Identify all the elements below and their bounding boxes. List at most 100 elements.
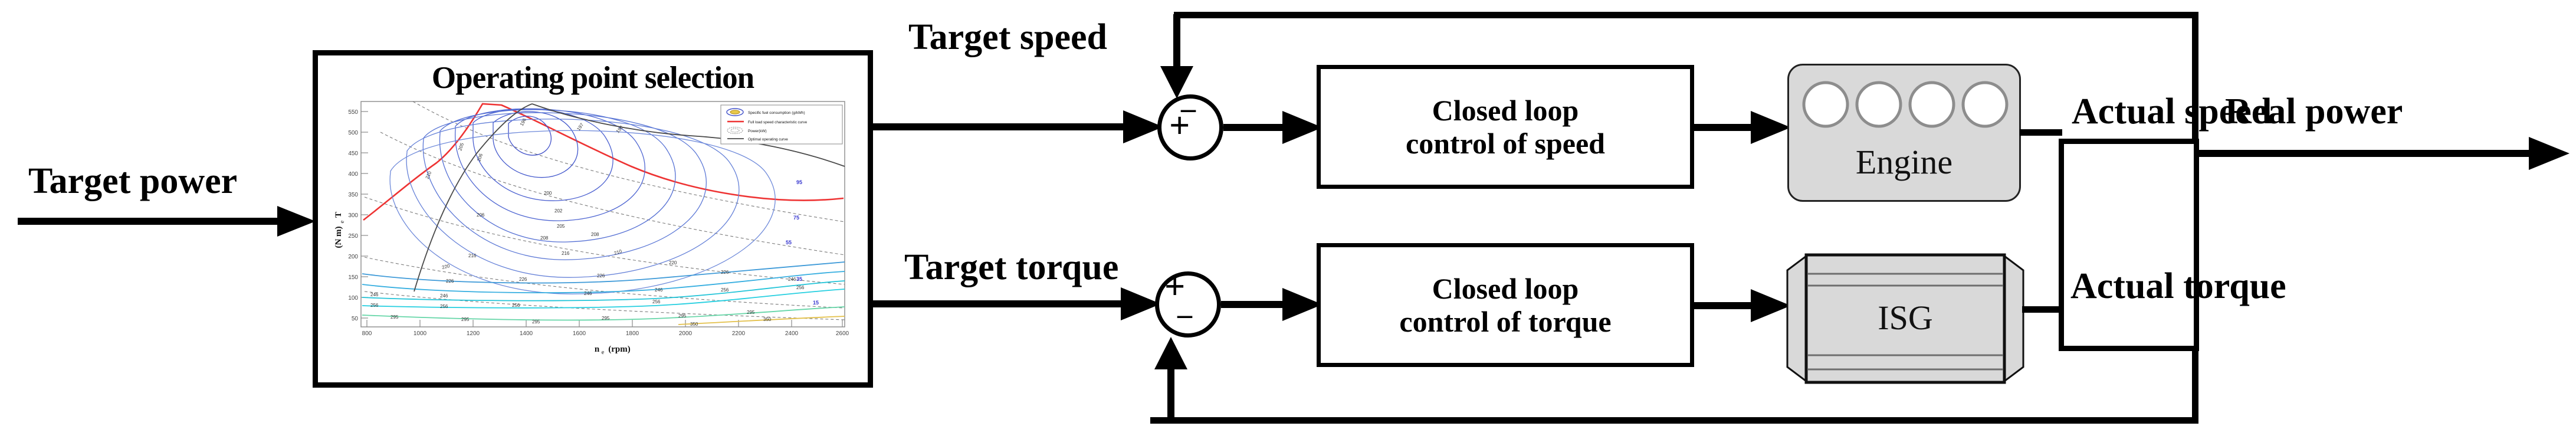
svg-text:205: 205 [557,224,565,229]
feedback-torque-up-arrow [1154,337,1187,421]
sum-junction-torque[interactable] [1155,271,1221,338]
svg-text:226: 226 [519,277,527,282]
svg-text:295: 295 [678,313,687,319]
svg-text:256: 256 [370,303,379,308]
svg-text:1600: 1600 [573,330,586,337]
svg-text:295: 295 [532,319,540,325]
svg-text:220: 220 [441,263,451,270]
chart-title: Operating point selection [431,61,754,95]
svg-text:300: 300 [348,212,358,219]
svg-text:1200: 1200 [467,330,480,337]
wire-engine-to-merge [2020,129,2062,136]
svg-text:256: 256 [652,299,661,304]
svg-text:15: 15 [813,300,819,306]
engine-label: Engine [1855,143,1953,181]
svg-text:1800: 1800 [626,330,639,337]
svg-text:256: 256 [721,287,729,293]
feedback-speed-down-arrow [1160,14,1193,99]
svg-text:208: 208 [540,235,549,241]
svg-text:e: e [339,220,346,223]
svg-text:246: 246 [584,291,592,296]
label-actual-speed: Actual speed [2072,91,2272,132]
svg-text:2600: 2600 [836,330,849,337]
svg-text:246: 246 [440,293,448,299]
svg-text:(N m): (N m) [334,226,343,248]
arrow-speed-control-to-engine [1694,111,1791,144]
svg-text:75: 75 [793,215,799,221]
closed-loop-torque-control-block[interactable]: Closed loop control of torque [1317,243,1694,367]
label-real-power: Real power [2225,91,2403,132]
svg-text:2400: 2400 [785,330,799,337]
svg-text:(rpm): (rpm) [608,345,631,354]
svg-text:256: 256 [512,303,520,308]
svg-text:202: 202 [554,208,563,214]
operating-point-selection-block[interactable]: Operating point selection [313,50,873,388]
sum-speed-minus-sign: – [1181,91,1196,125]
wire-isg-to-merge [2022,306,2062,313]
label-target-speed: Target speed [908,17,1107,57]
svg-text:T: T [334,212,343,218]
torque-control-line2: control of torque [1399,305,1612,338]
isg-block[interactable]: ISG [1786,249,2024,388]
speed-control-line1: Closed loop [1432,94,1579,127]
svg-text:550: 550 [348,109,358,116]
svg-text:200: 200 [544,191,552,196]
speed-control-line2: control of speed [1406,127,1605,160]
sum-torque-minus-sign: – [1177,297,1192,330]
sum-torque-plus-sign: + [1164,267,1186,307]
svg-text:226: 226 [597,273,605,279]
svg-text:246: 246 [788,277,796,282]
power-merge-block[interactable] [2059,139,2199,351]
arrow-target-torque [873,287,1161,320]
svg-text:n: n [595,345,600,354]
feedback-speed-top [1174,12,2198,18]
svg-text:216: 216 [468,253,477,258]
isg-label: ISG [1878,299,1932,337]
sum-speed-plus-sign: + [1169,106,1190,146]
svg-text:208: 208 [591,232,599,237]
svg-text:350: 350 [763,317,772,322]
svg-text:450: 450 [348,150,358,157]
svg-text:Power(kW): Power(kW) [748,129,767,133]
svg-text:Optimal operating curve: Optimal operating curve [748,137,788,142]
svg-text:216: 216 [562,251,570,256]
svg-text:Specific fuel consumption (g/k: Specific fuel consumption (g/kWh) [748,111,805,115]
svg-text:295: 295 [747,310,755,315]
arrow-target-power [18,206,316,237]
svg-text:200: 200 [348,254,358,260]
svg-text:210: 210 [613,248,623,256]
svg-text:1400: 1400 [520,330,533,337]
svg-text:1000: 1000 [414,330,427,337]
feedback-speed-riser [2192,12,2198,140]
svg-text:246: 246 [655,287,663,293]
chart-legend: Specific fuel consumption (g/kWh) Full l… [720,104,843,145]
feedback-torque-bottom [1150,417,2198,424]
svg-text:205: 205 [457,142,465,152]
svg-text:220: 220 [669,260,677,266]
label-target-power: Target power [28,161,238,201]
svg-text:2200: 2200 [732,330,746,337]
label-actual-torque: Actual torque [2070,266,2286,306]
arrow-torque-error [1221,288,1323,321]
svg-text:295: 295 [390,314,399,320]
arrow-torque-control-to-isg [1694,289,1791,322]
svg-text:800: 800 [362,330,372,337]
engine-block[interactable]: Engine [1787,64,2021,202]
svg-text:2000: 2000 [679,330,693,337]
feedback-torque-riser [2192,349,2198,424]
svg-text:150: 150 [348,274,358,281]
svg-text:50: 50 [352,316,359,322]
svg-text:35: 35 [796,276,802,282]
svg-text:206: 206 [476,153,484,162]
svg-text:206: 206 [477,212,485,218]
svg-text:55: 55 [786,240,792,245]
svg-text:250: 250 [348,233,358,240]
svg-text:256: 256 [796,285,805,290]
closed-loop-speed-control-block[interactable]: Closed loop control of speed [1317,65,1694,189]
svg-text:295: 295 [602,316,610,321]
svg-text:256: 256 [440,304,448,309]
sum-junction-speed[interactable] [1157,94,1223,160]
svg-text:295: 295 [461,317,470,322]
